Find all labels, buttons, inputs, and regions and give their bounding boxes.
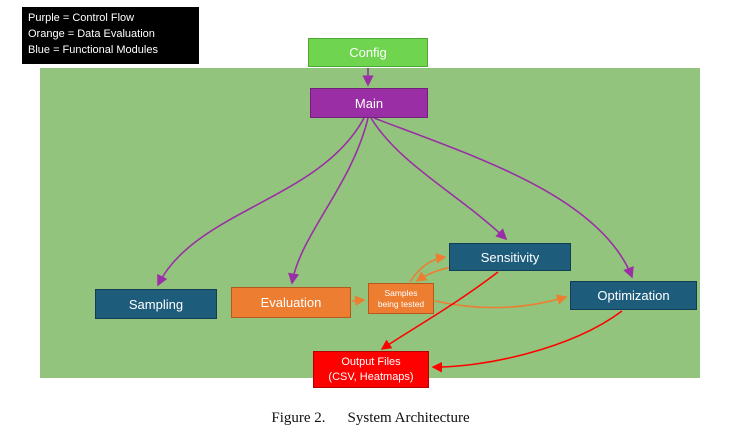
legend-line-blue: Blue = Functional Modules [28, 43, 158, 56]
node-output-files: Output Files (CSV, Heatmaps) [313, 351, 429, 388]
node-samples-label-line1: Samples [384, 287, 418, 298]
figure-caption-title: System Architecture [347, 410, 470, 426]
node-samples-label-line2: being tested [377, 298, 425, 309]
legend-line-orange: Orange = Data Evaluation [28, 27, 155, 40]
node-optimization-label: Optimization [597, 288, 670, 303]
node-samples-being-tested: Samples being tested [368, 283, 434, 314]
legend-box: Purple = Control Flow Orange = Data Eval… [22, 7, 199, 64]
node-sampling: Sampling [95, 289, 217, 319]
node-sampling-label: Sampling [128, 296, 184, 312]
node-optimization: Optimization [570, 281, 697, 310]
node-main: Main [310, 88, 428, 118]
figure-caption: Figure 2. System Architecture [0, 410, 741, 427]
node-config-label: Config [349, 45, 387, 60]
node-evaluation: Evaluation [231, 287, 351, 318]
legend-line-purple: Purple = Control Flow [28, 12, 135, 24]
node-output-label-line2: (CSV, Heatmaps) [328, 370, 414, 383]
figure-caption-label: Figure 2. [271, 410, 326, 426]
node-sensitivity-label: Sensitivity [480, 249, 540, 265]
node-config: Config [308, 38, 428, 67]
node-output-label-line1: Output Files [341, 356, 401, 369]
node-evaluation-label: Evaluation [260, 295, 322, 310]
node-main-label: Main [354, 95, 384, 111]
node-sensitivity: Sensitivity [449, 243, 571, 271]
